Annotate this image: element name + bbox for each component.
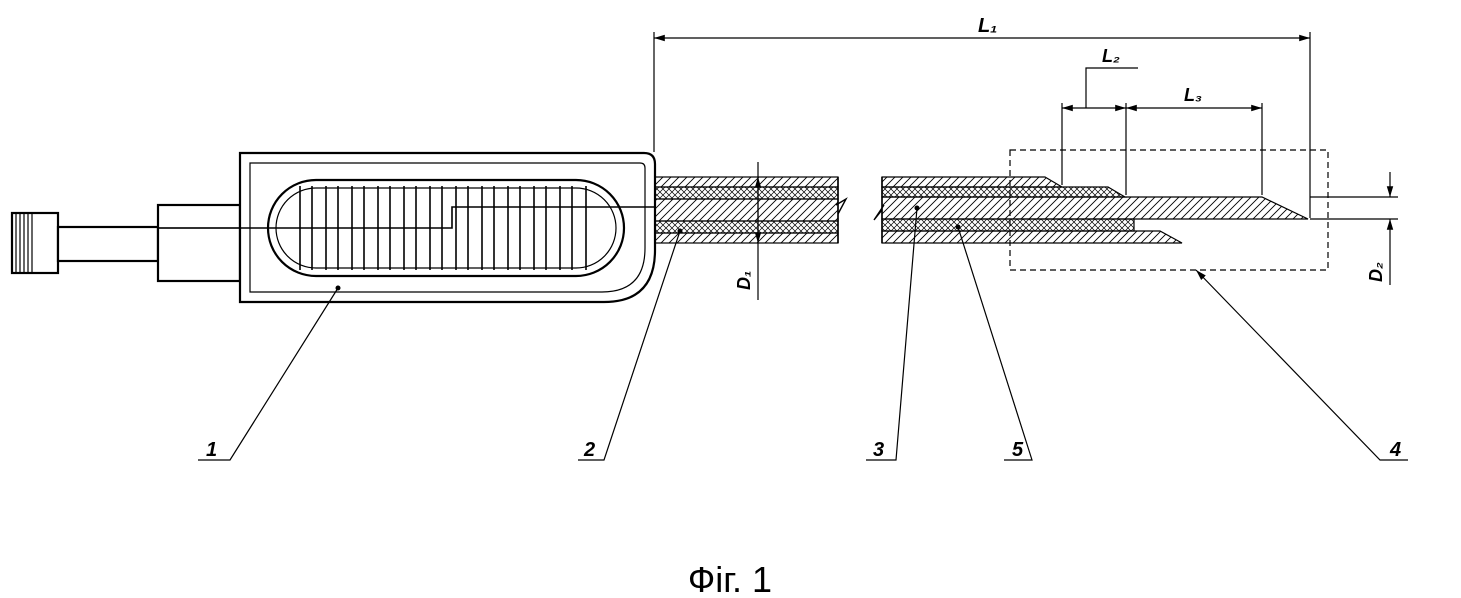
handle	[10, 151, 657, 304]
detail-box	[1009, 149, 1329, 271]
leader-lines	[198, 207, 1408, 461]
callout-2: 2	[583, 439, 595, 461]
shaft-right	[873, 176, 1309, 244]
figure-caption: Фіг. 1	[688, 559, 772, 598]
shaft-left	[654, 176, 848, 244]
callout-3: 3	[873, 439, 884, 461]
internal-wire	[158, 206, 655, 229]
connector-tip	[10, 203, 242, 283]
label-l1: L₁	[978, 15, 997, 37]
callout-5: 5	[1012, 439, 1024, 461]
callout-1: 1	[206, 439, 217, 461]
label-d2: D₂	[1366, 262, 1386, 282]
label-l2: L₂	[1102, 46, 1120, 66]
label-l3: L₃	[1184, 85, 1202, 105]
callout-4: 4	[1389, 439, 1401, 461]
dimensions	[653, 32, 1398, 300]
label-d1: D₁	[734, 271, 754, 290]
